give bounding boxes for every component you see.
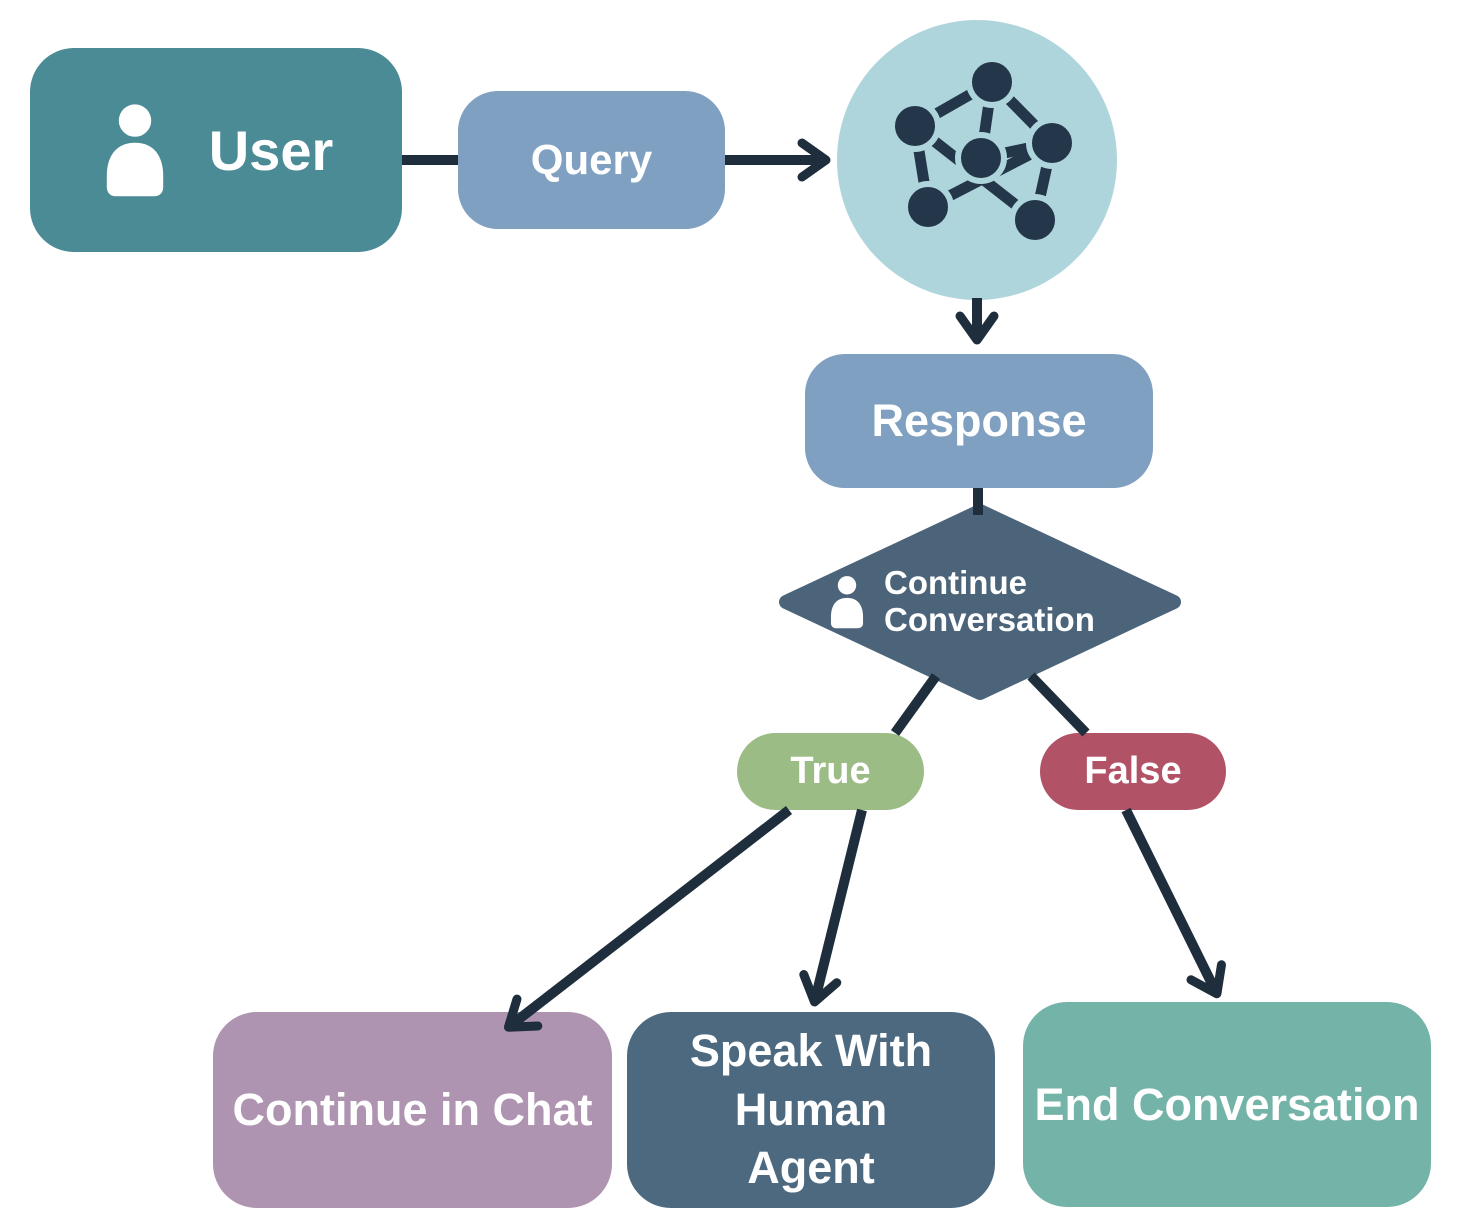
node-query-label: Query [530,136,653,183]
node-query: Query [458,91,725,229]
person-icon [106,104,163,197]
edge-label-false: False [1040,733,1226,810]
node-model [837,20,1117,300]
node-end-conversation-label: End Conversation [1034,1078,1420,1130]
node-user: User [30,48,402,252]
node-speak-with-human-agent-label: Speak With Human Agent [689,1025,933,1194]
node-continue-in-chat: Continue in Chat [213,1012,612,1208]
node-response: Response [805,354,1153,488]
node-user-label: User [208,118,334,182]
node-end-conversation: End Conversation [1023,1002,1431,1207]
edge-label-true-text: True [790,750,871,792]
edge-label-false-text: False [1084,750,1182,792]
node-response-label: Response [871,395,1087,446]
person-icon [830,576,864,629]
node-decision-label: Continue Conversation [884,564,1095,638]
neural-network-icon [889,56,1078,246]
diamond-shape [779,504,1181,700]
edge-label-true: True [737,733,924,810]
node-continue-in-chat-label: Continue in Chat [232,1084,593,1135]
node-speak-with-human-agent: Speak With Human Agent [627,1012,995,1208]
node-decision: Continue Conversation [778,503,1182,701]
